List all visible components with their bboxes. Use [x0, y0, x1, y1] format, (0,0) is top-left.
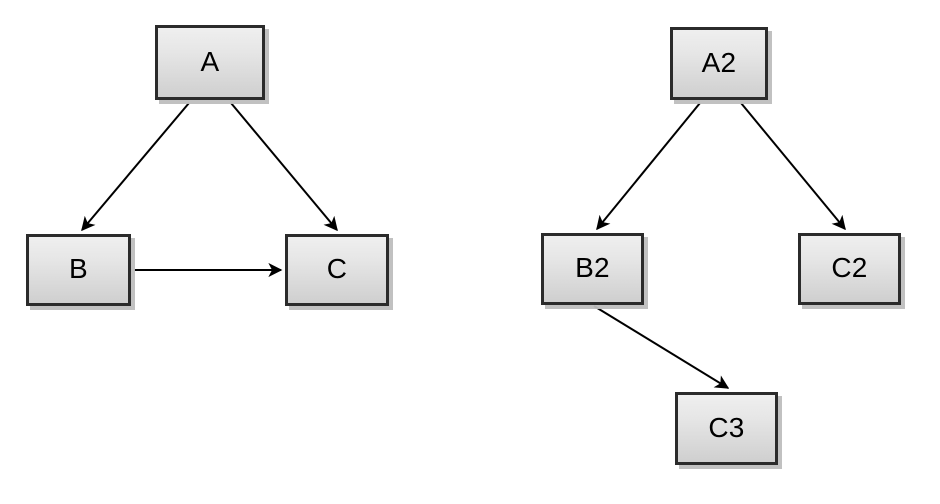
node-a-label: A — [200, 45, 220, 77]
edge-a-to-c — [230, 102, 338, 232]
node-b-label: B — [69, 253, 88, 284]
node-c2[interactable]: C2 — [798, 233, 901, 305]
node-a2[interactable]: A2 — [670, 27, 768, 100]
edge-a2-to-b2 — [596, 102, 701, 231]
edge-a2-to-c2 — [740, 102, 846, 231]
node-c3[interactable]: C3 — [675, 392, 778, 465]
node-b2-label: B2 — [575, 252, 610, 283]
node-c3-label: C3 — [708, 411, 745, 443]
node-c-label: C — [326, 253, 348, 284]
edge-b2-to-c3 — [593, 305, 730, 389]
node-a[interactable]: A — [155, 25, 265, 100]
node-a2-label: A2 — [701, 46, 737, 78]
node-b2[interactable]: B2 — [541, 233, 644, 305]
node-c2-label: C2 — [831, 252, 868, 283]
edge-a-to-b — [81, 102, 190, 232]
node-b[interactable]: B — [26, 234, 131, 306]
node-c[interactable]: C — [285, 234, 389, 306]
